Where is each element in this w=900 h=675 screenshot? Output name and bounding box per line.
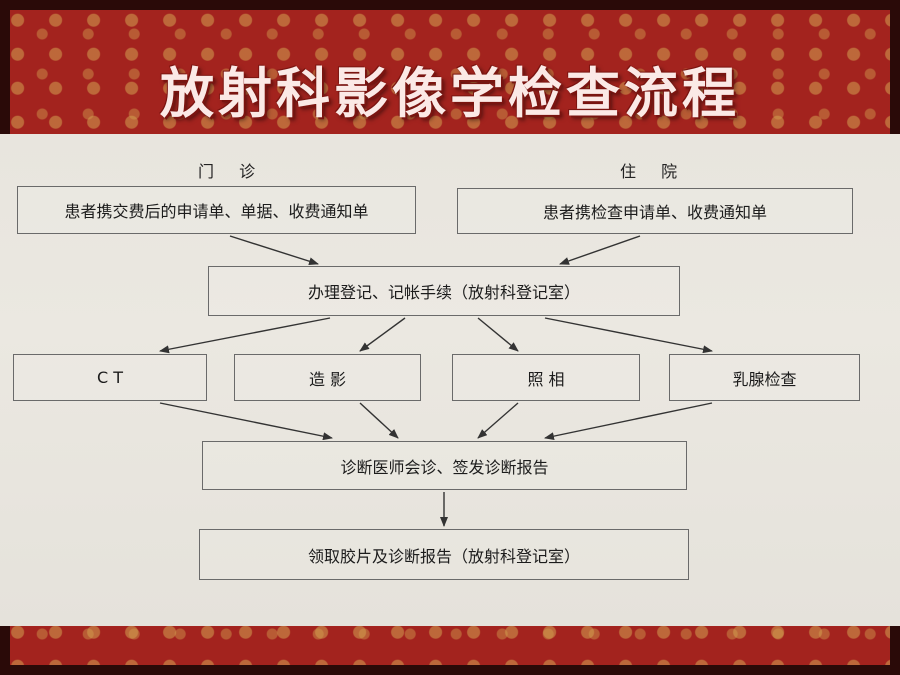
arrow-mammography-to-diagnosis [544, 402, 713, 441]
outpatient-docs-box: 患者携交费后的申请单、单据、收费通知单 [17, 186, 416, 234]
registration-box: 办理登记、记帐手续（放射科登记室） [208, 266, 680, 316]
inpatient-label: 住 院 [620, 162, 688, 181]
arrow-outpatient-to-register [229, 235, 319, 266]
ct-box: C T [13, 354, 207, 401]
inpatient-docs-box: 患者携检查申请单、收费通知单 [457, 188, 853, 234]
arrow-register-to-angiography [359, 317, 406, 352]
xray-box: 照 相 [452, 354, 640, 401]
arrow-ct-to-diagnosis [159, 402, 333, 441]
arrow-register-to-ct [159, 317, 331, 354]
arrow-angiography-to-diagnosis [359, 402, 399, 439]
arrow-inpatient-to-register [559, 235, 641, 265]
diagnosis-box: 诊断医师会诊、签发诊断报告 [202, 441, 687, 490]
mammography-box: 乳腺检查 [669, 354, 860, 401]
outpatient-label: 门 诊 [198, 162, 266, 181]
angiography-box: 造 影 [234, 354, 421, 401]
arrow-register-to-mammography [544, 317, 713, 354]
arrow-xray-to-diagnosis [477, 402, 519, 439]
flowchart-board [0, 134, 900, 626]
arrow-register-to-xray [477, 317, 519, 352]
page-title: 放射科影像学检查流程 [160, 60, 740, 125]
collect-report-box: 领取胶片及诊断报告（放射科登记室） [199, 529, 689, 580]
